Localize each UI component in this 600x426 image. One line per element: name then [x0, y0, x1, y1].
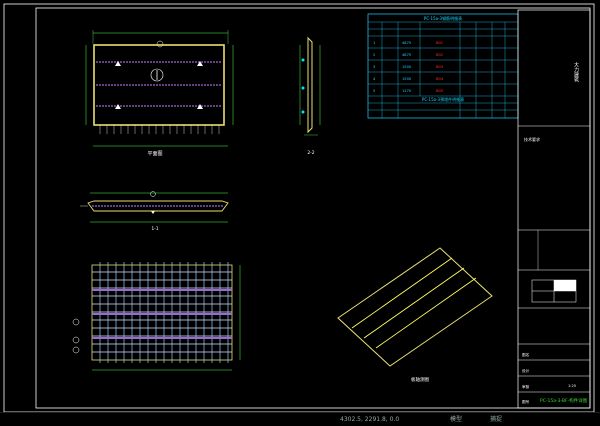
title-block-label-d: 图号: [522, 399, 530, 404]
title-block-note-header: 技术要求: [524, 136, 540, 142]
title-block-label-c: 审核: [522, 384, 530, 389]
callout-1-icon: [72, 318, 80, 326]
side-view[interactable]: 2-2: [299, 36, 321, 156]
table-row-5-id: 5: [373, 89, 375, 93]
title-block-drawing-number: PC-15a-3-BF-构件详图: [540, 397, 588, 404]
table-row-3-code: B03: [436, 65, 443, 69]
table-row-2-id: 2: [373, 53, 375, 57]
title-block-scale: 1:25: [568, 384, 576, 388]
table-row-3-len: 1500: [402, 65, 412, 69]
table-row-2-len: 4875: [402, 53, 411, 57]
status-model-toggle[interactable]: 模型: [450, 416, 463, 423]
section-view[interactable]: 1-1: [80, 191, 229, 233]
status-snap-toggle[interactable]: 捕捉: [490, 416, 503, 423]
table-row-3-id: 3: [373, 65, 375, 69]
north-arrow-icon: [150, 68, 164, 82]
table-row-2-code: B02: [436, 53, 443, 57]
table-row-4-len: 1500: [402, 77, 412, 81]
title-block[interactable]: 技术要求 大力建筑 图名 设计 审核 图号 PC-15a-3-BF-构件详图 1…: [517, 9, 591, 420]
section-view-label: 1-1: [151, 226, 158, 232]
table-row-5-code: B05: [436, 89, 443, 93]
sheet-inner-border: [35, 7, 591, 409]
table-row-4-id: 4: [373, 77, 376, 81]
iso-view-label: 板轴测图: [411, 376, 429, 383]
reinforcement-plan[interactable]: [72, 262, 241, 371]
plan-view-label: 平面图: [147, 151, 162, 157]
table-title-1: PC-15a-3钢筋明细表: [424, 15, 462, 21]
callout-3-icon: [72, 346, 80, 354]
title-block-label-b: 设计: [522, 368, 530, 373]
table-title-2: PC-15a-3预埋件明细表: [422, 96, 464, 102]
callout-2-icon: [72, 336, 80, 344]
isometric-view[interactable]: 板轴测图: [337, 247, 493, 383]
table-row-1-len: 4875: [402, 41, 411, 45]
side-view-label: 2-2: [307, 150, 314, 156]
table-row-1-code: B01: [436, 41, 443, 45]
table-row-5-len: 1270: [402, 89, 412, 93]
rebar-schedule-table[interactable]: PC-15a-3钢筋明细表 PC-15a-3预埋件明细表 1 4875 B01: [367, 13, 519, 119]
table-row-1-id: 1: [373, 41, 375, 45]
status-bar: 4302.5, 2291.8, 0.0 模型 捕捉: [0, 412, 600, 426]
sheet-outer-border: [3, 3, 595, 413]
table-row-4-code: B04: [436, 77, 444, 81]
plan-view[interactable]: 平面图: [85, 30, 234, 157]
status-coords: 4302.5, 2291.8, 0.0: [340, 416, 400, 423]
plan-panel-outline: [93, 44, 225, 126]
title-block-label-a: 图名: [522, 352, 530, 357]
title-block-designer: 大力建筑: [573, 61, 579, 83]
